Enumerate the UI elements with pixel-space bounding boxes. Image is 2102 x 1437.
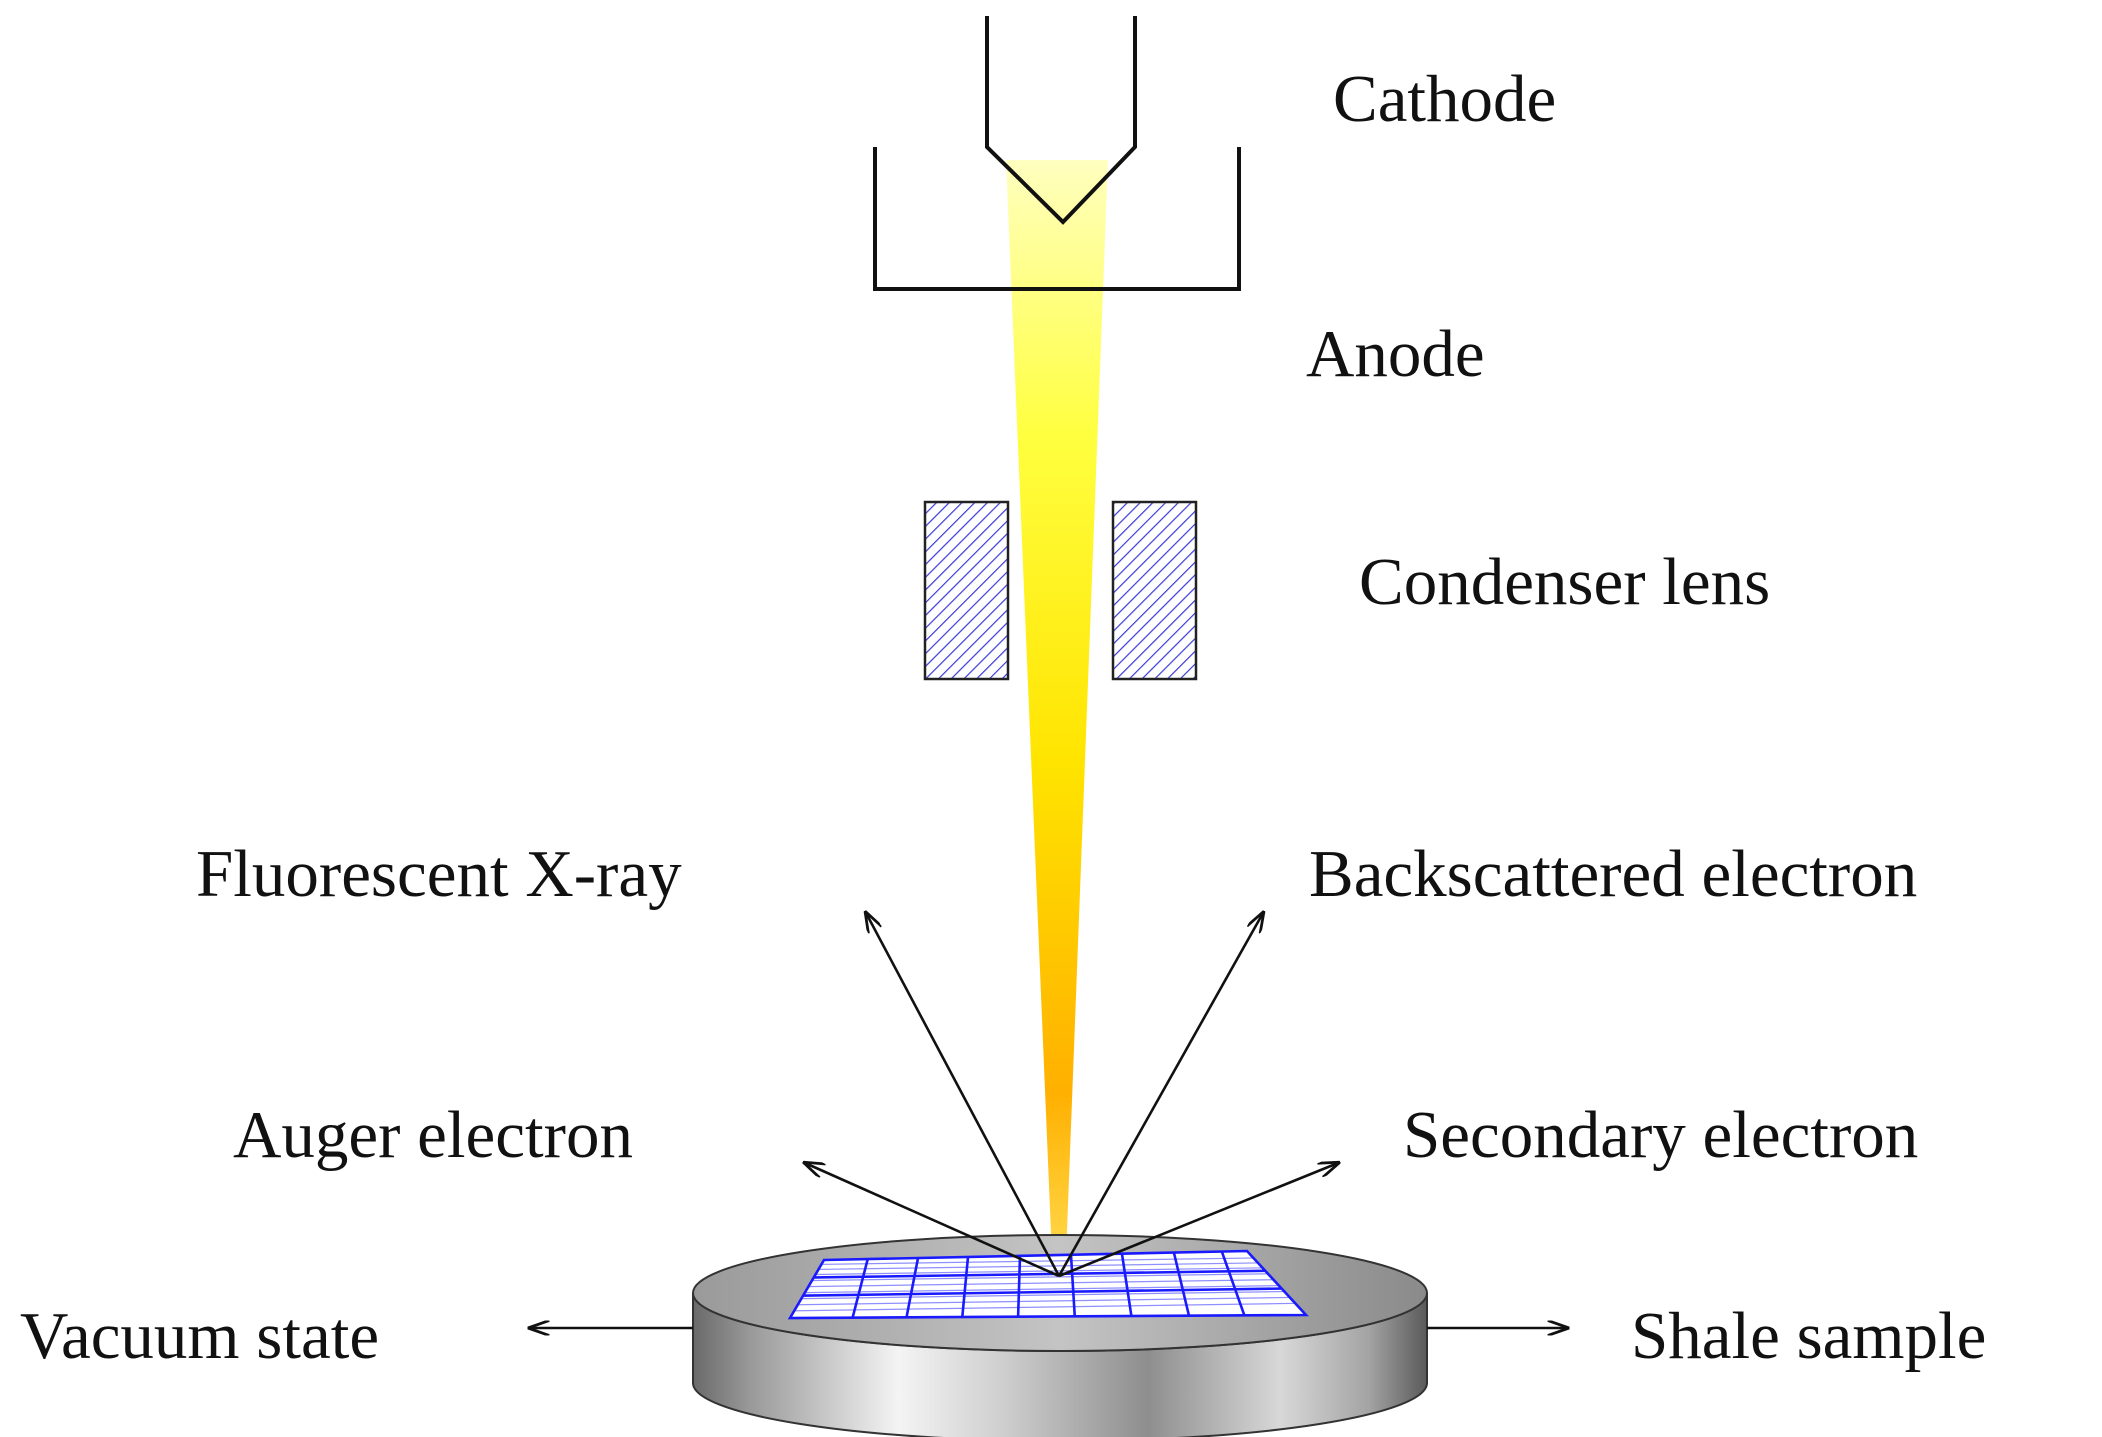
fluorescent-xray-label: Fluorescent X-ray [196,837,682,911]
condenser-lens-left [923,500,1010,681]
anode-label: Anode [1306,317,1485,391]
cathode-filament [985,16,1137,225]
shale-sample-disc [692,1234,1428,1437]
backscattered-electron-arrow [1057,913,1263,1277]
anode-cup [873,147,1241,291]
cathode-label: Cathode [1333,62,1556,136]
auger-electron-arrow [805,1163,1060,1278]
sample-grid-border [787,1249,1309,1320]
secondary-electron-label: Secondary electron [1403,1098,1918,1172]
fluorescent-xray-arrow [866,913,1061,1277]
sample-grid-major [790,1251,1306,1318]
secondary-electron-arrow [1058,1163,1338,1278]
electron-beam [1006,160,1108,1257]
condenser-lens-right [1111,500,1198,681]
auger-electron-label: Auger electron [233,1098,633,1172]
condenser-lens-label: Condenser lens [1359,545,1770,619]
vacuum-state-label: Vacuum state [20,1299,379,1373]
shale-sample-label: Shale sample [1631,1299,1986,1373]
backscattered-electron-label: Backscattered electron [1309,837,1917,911]
